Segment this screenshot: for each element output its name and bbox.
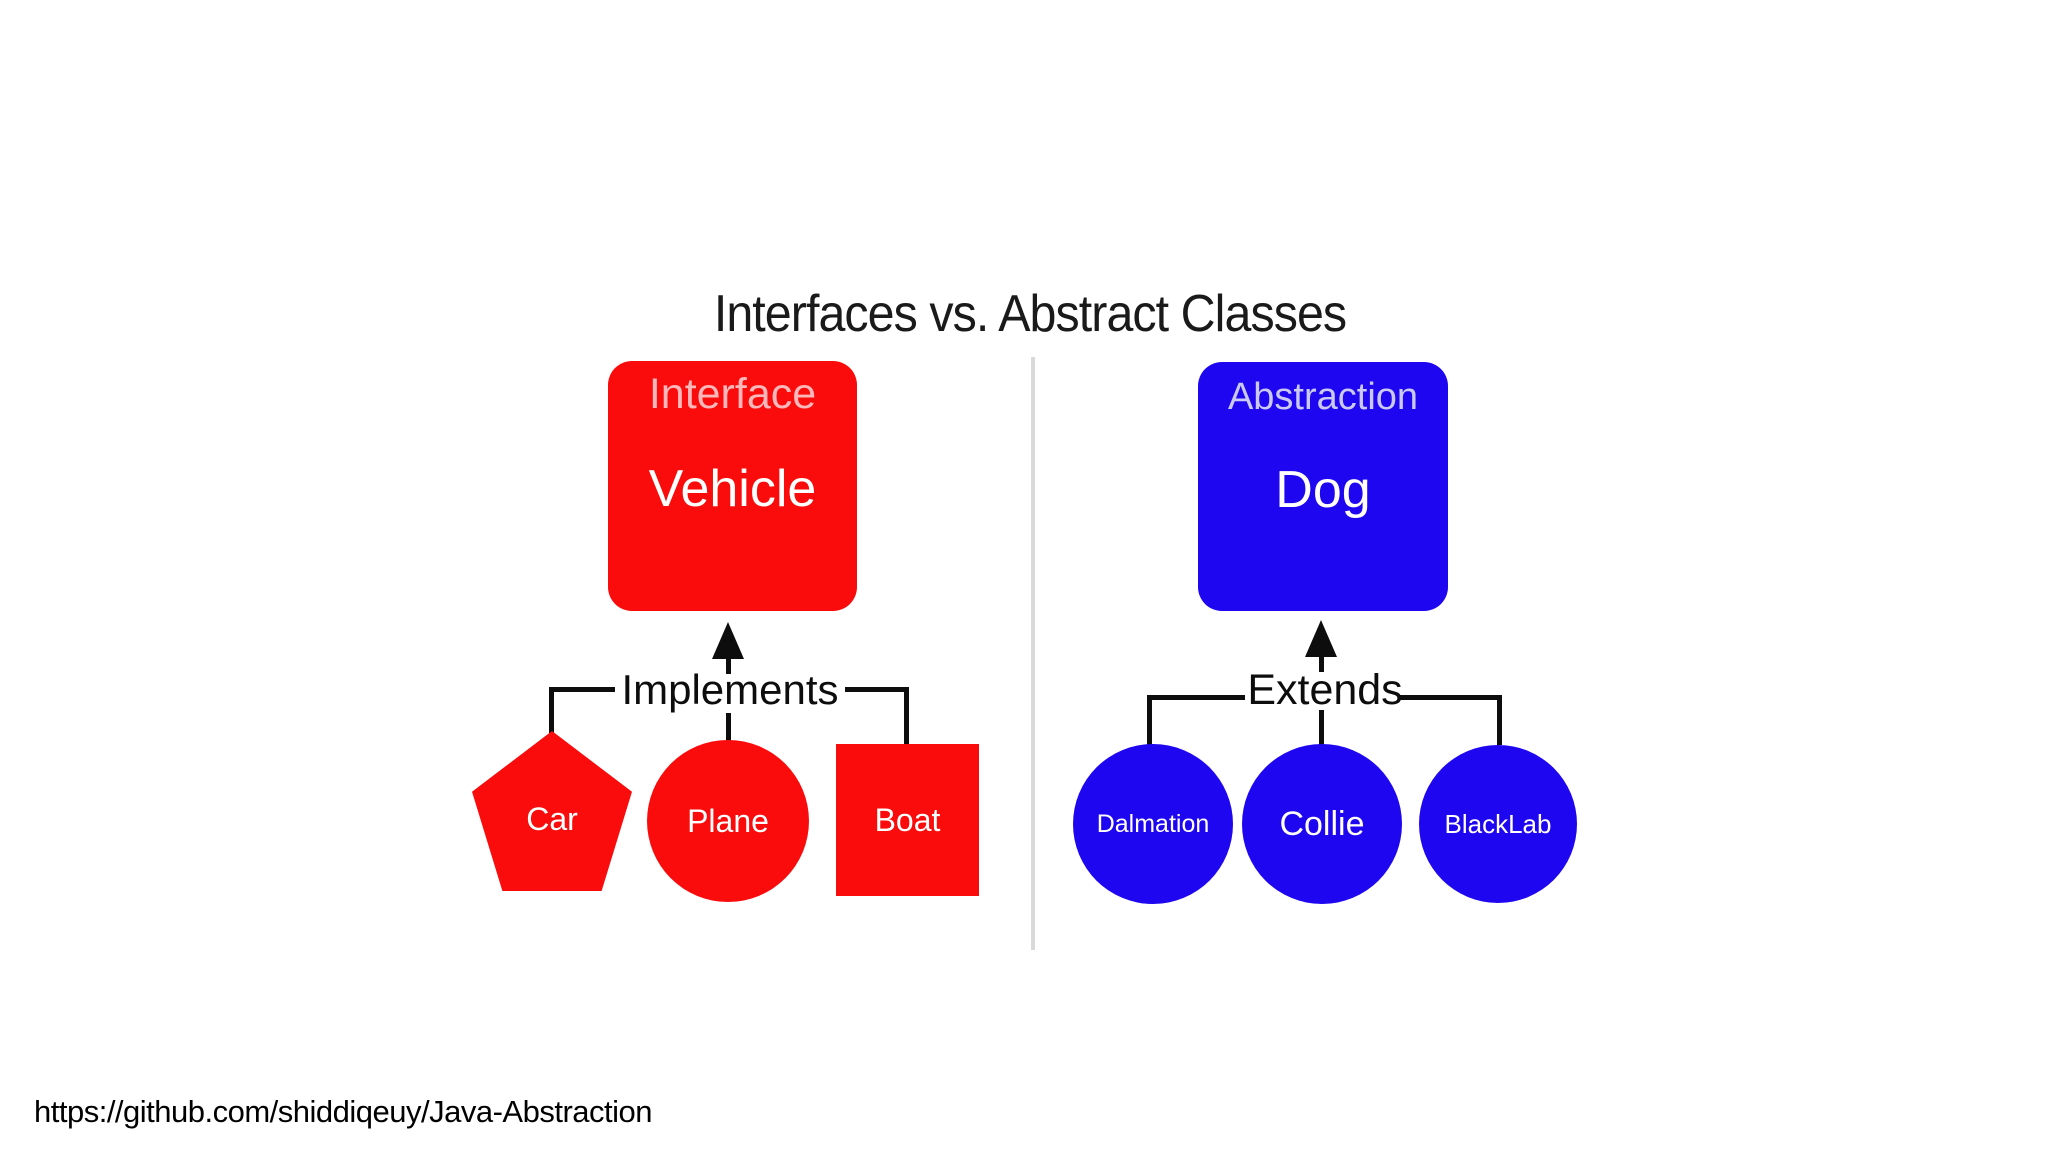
- shape-collie-circle: Collie: [1242, 744, 1402, 904]
- interface-box-name: Vehicle: [648, 460, 817, 518]
- shape-plane-circle: Plane: [647, 740, 809, 902]
- extends-bracket-right-vertical: [1497, 695, 1502, 745]
- extends-label: Extends: [1247, 666, 1403, 714]
- plane-label: Plane: [687, 802, 769, 839]
- shape-blacklab-circle: BlackLab: [1419, 745, 1577, 903]
- shape-boat-square: Boat: [836, 744, 979, 896]
- source-url-text: https://github.com/shiddiqeuy/Java-Abstr…: [34, 1094, 653, 1129]
- collie-label: Collie: [1279, 804, 1365, 843]
- implements-center-stem: [726, 713, 731, 743]
- extends-center-stem: [1319, 710, 1324, 745]
- dalmation-label: Dalmation: [1096, 809, 1210, 838]
- extends-bracket-left-horizontal: [1147, 695, 1245, 700]
- extends-bracket-left-vertical: [1147, 695, 1152, 745]
- shape-dalmation-circle: Dalmation: [1073, 744, 1233, 904]
- implements-bracket-left-horizontal: [549, 687, 615, 692]
- interface-box-tag: Interface: [648, 370, 817, 418]
- implements-arrowhead-icon: [712, 622, 744, 659]
- shape-car-pentagon: Car: [472, 731, 632, 891]
- implements-label: Implements: [621, 666, 839, 713]
- extends-arrowhead-icon: [1305, 620, 1337, 657]
- abstraction-box-name: Dog: [1275, 461, 1371, 519]
- implements-bracket-right-horizontal: [845, 687, 909, 692]
- implements-bracket-right-vertical: [904, 687, 909, 747]
- interface-class-box: Interface Vehicle: [608, 361, 857, 611]
- diagram-title: Interfaces vs. Abstract Classes: [713, 285, 1347, 343]
- implements-bracket-left-vertical: [549, 687, 554, 733]
- abstraction-class-box: Abstraction Dog: [1198, 362, 1448, 611]
- extends-bracket-right-horizontal: [1398, 695, 1502, 700]
- center-divider-line: [1031, 357, 1035, 950]
- extends-arrow-stem: [1319, 654, 1324, 672]
- car-label: Car: [526, 800, 578, 837]
- boat-label: Boat: [874, 801, 941, 838]
- implements-arrow-stem: [726, 656, 731, 674]
- abstraction-box-tag: Abstraction: [1227, 376, 1419, 418]
- blacklab-label: BlackLab: [1444, 808, 1552, 839]
